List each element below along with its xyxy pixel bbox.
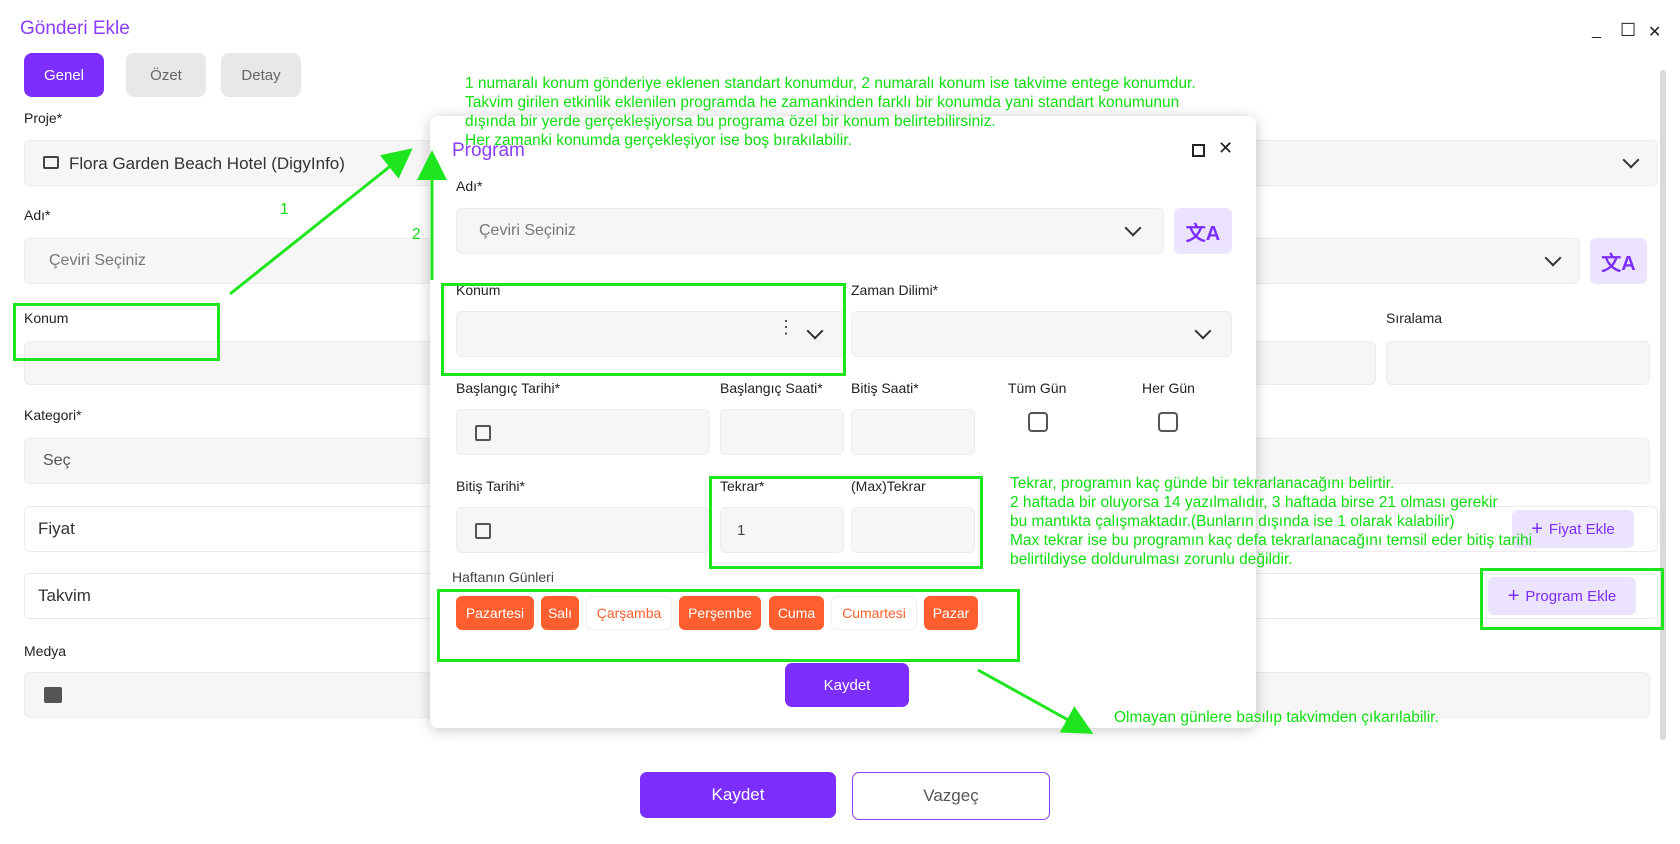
fiyat-ekle-label: Fiyat Ekle [1548, 520, 1615, 538]
plus-icon: + [1507, 584, 1520, 607]
bitis-saati-label: Bitiş Saati* [851, 380, 919, 396]
proje-label: Proje* [24, 110, 63, 126]
dialog-title: Program [452, 140, 525, 161]
calendar-icon [475, 425, 491, 441]
briefcase-icon [43, 156, 59, 169]
fiyat-ekle-button[interactable]: + Fiyat Ekle [1512, 510, 1634, 548]
day-chip-pazartesi[interactable]: Pazartesi [456, 596, 534, 630]
minimize-button[interactable]: _ [1592, 22, 1601, 39]
translate-button[interactable]: 文A [1174, 208, 1232, 254]
close-icon[interactable]: ✕ [1218, 138, 1234, 158]
marker-2: 2 [412, 226, 421, 243]
top-note: 1 numaralı konum gönderiye eklenen stand… [465, 75, 1196, 149]
annotation-box-program-ekle [1480, 568, 1664, 630]
program-adi-label: Adı* [456, 178, 483, 194]
konum-label: Konum [24, 310, 69, 326]
day-chip-pazar[interactable]: Pazar [924, 596, 978, 630]
day-chip-cumartesi[interactable]: Cumartesi [831, 596, 917, 630]
annotation-box-konum [13, 303, 220, 361]
day-chip-sali[interactable]: Salı [541, 596, 579, 630]
cancel-button[interactable]: Vazgeç [852, 772, 1050, 820]
translate-icon: 文A [1601, 252, 1636, 275]
bitis-saati-input[interactable] [851, 409, 975, 455]
baslangic-saati-label: Başlangıç Saati* [720, 380, 823, 396]
siralama-label: Sıralama [1386, 310, 1443, 326]
adi-label: Adı* [24, 207, 51, 223]
program-save-button[interactable]: Kaydet [785, 663, 909, 707]
tekrar-input[interactable]: 1 [720, 507, 844, 553]
tekrar-note: Tekrar, programın kaç günde bir tekrarla… [1010, 475, 1533, 568]
tab-genel[interactable]: Genel [24, 53, 104, 97]
annotation-box-program-konum [441, 283, 846, 376]
baslangic-saati-input[interactable] [720, 409, 844, 455]
max-tekrar-label: (Max)Tekrar [851, 478, 926, 494]
her-gun-checkbox[interactable] [1158, 412, 1178, 432]
tekrar-value: 1 [737, 522, 746, 539]
program-ekle-label: Program Ekle [1525, 587, 1617, 605]
marker-1: 1 [280, 201, 289, 218]
tum-gun-label: Tüm Gün [1008, 380, 1067, 396]
program-adi-placeholder: Çeviri Seçiniz [479, 222, 576, 239]
adi-placeholder: Çeviri Seçiniz [49, 252, 146, 269]
kategori-placeholder: Seç [43, 452, 71, 469]
save-button[interactable]: Kaydet [640, 772, 836, 818]
tekrar-label: Tekrar* [720, 478, 765, 494]
medya-label: Medya [24, 643, 67, 659]
maximize-icon[interactable] [1192, 144, 1205, 157]
arrow-1 [229, 148, 413, 296]
close-button[interactable]: ✕ [1648, 24, 1662, 41]
bitis-tarihi-input[interactable] [456, 507, 710, 553]
arrow-days [977, 668, 1094, 734]
baslangic-tarihi-input[interactable] [456, 409, 710, 455]
baslangic-tarihi-label: Başlangıç Tarihi* [456, 380, 561, 396]
plus-icon: + [1531, 517, 1543, 540]
program-konum-select[interactable]: ⋮ [456, 311, 846, 357]
day-chip-cuma[interactable]: Cuma [769, 596, 824, 630]
day-chip-carsamba[interactable]: Çarşamba [586, 596, 672, 630]
tum-gun-checkbox[interactable] [1028, 412, 1048, 432]
annotation-box-days [437, 589, 1020, 662]
kategori-label: Kategori* [24, 407, 82, 423]
translate-icon: 文A [1185, 222, 1221, 245]
bitis-tarihi-label: Bitiş Tarihi* [456, 478, 525, 494]
haftanin-gunleri-label: Haftanın Günleri [452, 569, 554, 585]
scrollbar[interactable] [1660, 70, 1666, 740]
days-note: Olmayan günlere basılıp takvimden çıkarı… [1114, 709, 1439, 726]
translate-button[interactable]: 文A [1590, 238, 1647, 284]
program-konum-label: Konum [456, 282, 501, 298]
takvim-label: Takvim [38, 586, 91, 605]
max-tekrar-input[interactable] [851, 507, 975, 553]
program-ekle-button[interactable]: + Program Ekle [1488, 577, 1636, 615]
tab-ozet[interactable]: Özet [126, 53, 206, 97]
zaman-dilimi-select[interactable] [851, 311, 1232, 357]
proje-value: Flora Garden Beach Hotel (DigyInfo) [69, 154, 345, 173]
maximize-button[interactable]: ☐ [1620, 20, 1637, 40]
add-photo-icon [44, 687, 62, 703]
annotation-box-tekrar [709, 476, 983, 569]
calendar-icon [475, 523, 491, 539]
siralama-input[interactable] [1386, 341, 1650, 385]
day-chip-persembe[interactable]: Perşembe [679, 596, 761, 630]
tab-detay[interactable]: Detay [221, 53, 301, 97]
fiyat-label: Fiyat [38, 519, 75, 538]
her-gun-label: Her Gün [1142, 380, 1195, 396]
program-adi-select[interactable]: Çeviri Seçiniz [456, 208, 1164, 254]
window-title: Gönderi Ekle [20, 18, 130, 39]
zaman-dilimi-label: Zaman Dilimi* [851, 282, 939, 298]
